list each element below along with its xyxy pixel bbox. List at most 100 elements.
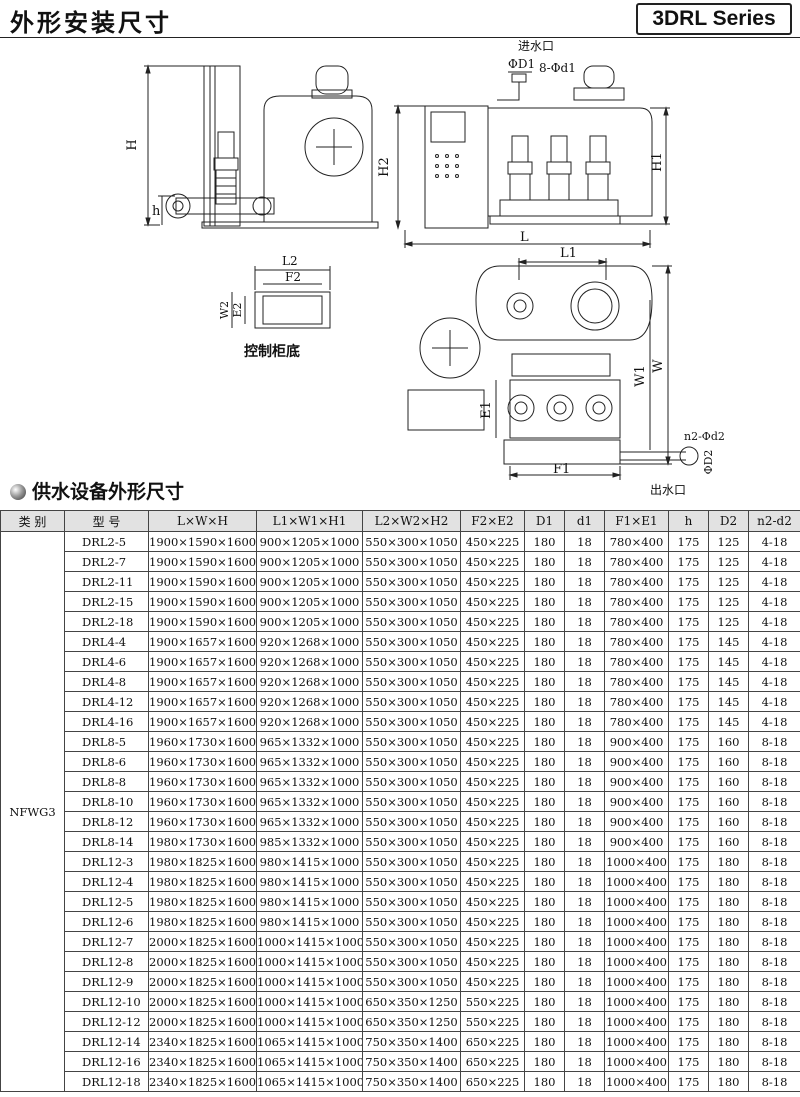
table-cell: 1000×400 bbox=[604, 851, 669, 872]
column-header: F2×E2 bbox=[460, 510, 525, 532]
cabinet-base-view: L2 F2 W2 E2 控制柜底 bbox=[218, 254, 331, 360]
table-cell: 550×300×1050 bbox=[362, 771, 461, 792]
table-cell: 8-18 bbox=[748, 791, 800, 812]
table-cell: 4-18 bbox=[748, 671, 800, 692]
table-cell: 160 bbox=[708, 731, 749, 752]
table-cell: 1900×1657×1600 bbox=[148, 631, 257, 652]
table-cell: 180 bbox=[524, 1031, 565, 1052]
table-cell: 175 bbox=[668, 951, 709, 972]
dim-d1-holes-label: 8-Φd1 bbox=[539, 61, 576, 75]
table-cell: 180 bbox=[708, 891, 749, 912]
table-cell: 125 bbox=[708, 611, 749, 632]
table-cell: 1960×1730×1600 bbox=[148, 791, 257, 812]
dim-L1-label: L1 bbox=[560, 246, 577, 261]
table-cell: 18 bbox=[564, 991, 605, 1012]
table-cell: 780×400 bbox=[604, 711, 669, 732]
plan-view: L1 n2-Φd2 ΦD2 W bbox=[407, 246, 725, 497]
model-cell: DRL12-14 bbox=[64, 1031, 149, 1052]
table-cell: 550×300×1050 bbox=[362, 631, 461, 652]
table-cell: 18 bbox=[564, 571, 605, 592]
table-cell: 18 bbox=[564, 851, 605, 872]
table-cell: 8-18 bbox=[748, 951, 800, 972]
table-cell: 18 bbox=[564, 951, 605, 972]
table-cell: 1065×1415×1000 bbox=[256, 1051, 363, 1072]
table-cell: 1960×1730×1600 bbox=[148, 811, 257, 832]
table-cell: 8-18 bbox=[748, 1071, 800, 1092]
table-cell: 18 bbox=[564, 651, 605, 672]
table-cell: 450×225 bbox=[460, 851, 525, 872]
table-cell: 550×300×1050 bbox=[362, 931, 461, 952]
table-cell: 180 bbox=[524, 871, 565, 892]
table-cell: 965×1332×1000 bbox=[256, 751, 363, 772]
table-cell: 450×225 bbox=[460, 551, 525, 572]
table-cell: 175 bbox=[668, 1011, 709, 1032]
table-cell: 125 bbox=[708, 571, 749, 592]
dim-L-label: L bbox=[520, 230, 529, 245]
dim-D1-label: ΦD1 bbox=[508, 57, 535, 71]
table-cell: 2000×1825×1600 bbox=[148, 971, 257, 992]
dim-D2-label: ΦD2 bbox=[702, 450, 715, 475]
table-cell: 1900×1590×1600 bbox=[148, 551, 257, 572]
table-cell: 180 bbox=[524, 671, 565, 692]
table-cell: 8-18 bbox=[748, 991, 800, 1012]
table-cell: 4-18 bbox=[748, 691, 800, 712]
table-cell: 18 bbox=[564, 591, 605, 612]
table-cell: 18 bbox=[564, 831, 605, 852]
table-cell: 175 bbox=[668, 751, 709, 772]
table-cell: 18 bbox=[564, 751, 605, 772]
dim-W1-label: W1 bbox=[633, 365, 648, 387]
table-cell: 125 bbox=[708, 531, 749, 552]
table-cell: 1000×400 bbox=[604, 891, 669, 912]
table-cell: 145 bbox=[708, 691, 749, 712]
table-cell: 4-18 bbox=[748, 551, 800, 572]
table-cell: 1980×1825×1600 bbox=[148, 871, 257, 892]
table-cell: 180 bbox=[524, 951, 565, 972]
table-cell: 450×225 bbox=[460, 791, 525, 812]
side-view: 进水口 ΦD1 8-Φd1 H2 bbox=[377, 40, 670, 248]
dim-h-label: h bbox=[152, 204, 161, 219]
table-cell: 180 bbox=[524, 831, 565, 852]
table-cell: 550×300×1050 bbox=[362, 531, 461, 552]
table-cell: 450×225 bbox=[460, 631, 525, 652]
table-cell: 550×300×1050 bbox=[362, 891, 461, 912]
table-cell: 450×225 bbox=[460, 731, 525, 752]
table-cell: 980×1415×1000 bbox=[256, 891, 363, 912]
table-cell: 550×300×1050 bbox=[362, 751, 461, 772]
table-cell: 450×225 bbox=[460, 911, 525, 932]
model-cell: DRL12-8 bbox=[64, 951, 149, 972]
table-cell: 175 bbox=[668, 891, 709, 912]
model-cell: DRL8-5 bbox=[64, 731, 149, 752]
table-cell: 1000×1415×1000 bbox=[256, 991, 363, 1012]
table-cell: 450×225 bbox=[460, 811, 525, 832]
table-cell: 650×225 bbox=[460, 1051, 525, 1072]
table-cell: 175 bbox=[668, 631, 709, 652]
table-cell: 8-18 bbox=[748, 811, 800, 832]
table-cell: 18 bbox=[564, 1051, 605, 1072]
table-cell: 450×225 bbox=[460, 691, 525, 712]
table-cell: 1980×1730×1600 bbox=[148, 831, 257, 852]
table-cell: 450×225 bbox=[460, 751, 525, 772]
table-cell: 980×1415×1000 bbox=[256, 851, 363, 872]
table-cell: 550×300×1050 bbox=[362, 591, 461, 612]
table-cell: 750×350×1400 bbox=[362, 1031, 461, 1052]
table-cell: 1980×1825×1600 bbox=[148, 911, 257, 932]
table-cell: 1000×400 bbox=[604, 871, 669, 892]
table-cell: 180 bbox=[524, 1011, 565, 1032]
table-cell: 1000×400 bbox=[604, 1051, 669, 1072]
table-cell: 2000×1825×1600 bbox=[148, 1011, 257, 1032]
table-cell: 175 bbox=[668, 851, 709, 872]
table-cell: 550×300×1050 bbox=[362, 851, 461, 872]
table-cell: 1900×1657×1600 bbox=[148, 651, 257, 672]
table-cell: 920×1268×1000 bbox=[256, 651, 363, 672]
table-cell: 180 bbox=[524, 1051, 565, 1072]
table-cell: 8-18 bbox=[748, 891, 800, 912]
table-cell: 175 bbox=[668, 931, 709, 952]
